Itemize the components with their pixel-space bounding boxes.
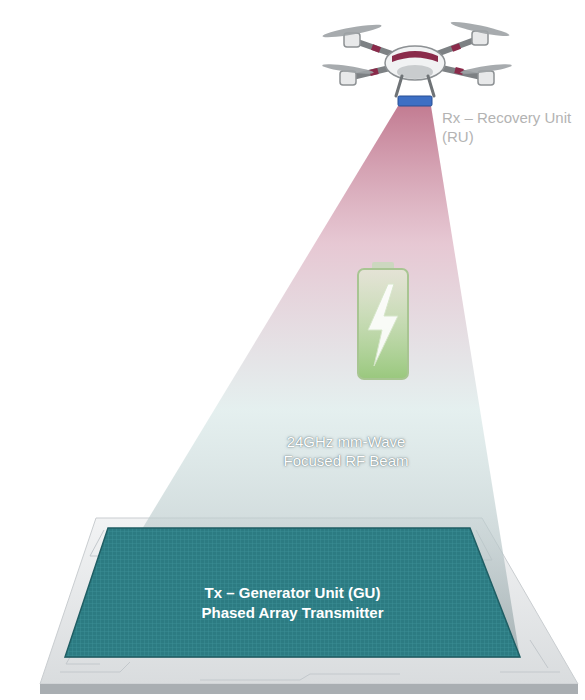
panel-title: Tx – Generator Unit (GU) Phased Array Tr… — [180, 583, 405, 623]
drone — [322, 19, 512, 106]
rf-beam — [64, 106, 520, 658]
phased-array-panel: Tx – Generator Unit (GU) Phased Array Tr… — [64, 527, 521, 658]
receiver-chip — [398, 96, 432, 106]
receiver-label: Rx – Recovery Unit (RU) — [442, 108, 572, 146]
board-edge — [40, 684, 578, 694]
battery-icon — [358, 262, 408, 379]
beam-label: 24GHz mm-Wave Focused RF Beam — [276, 432, 416, 470]
panel-shape — [65, 528, 520, 657]
